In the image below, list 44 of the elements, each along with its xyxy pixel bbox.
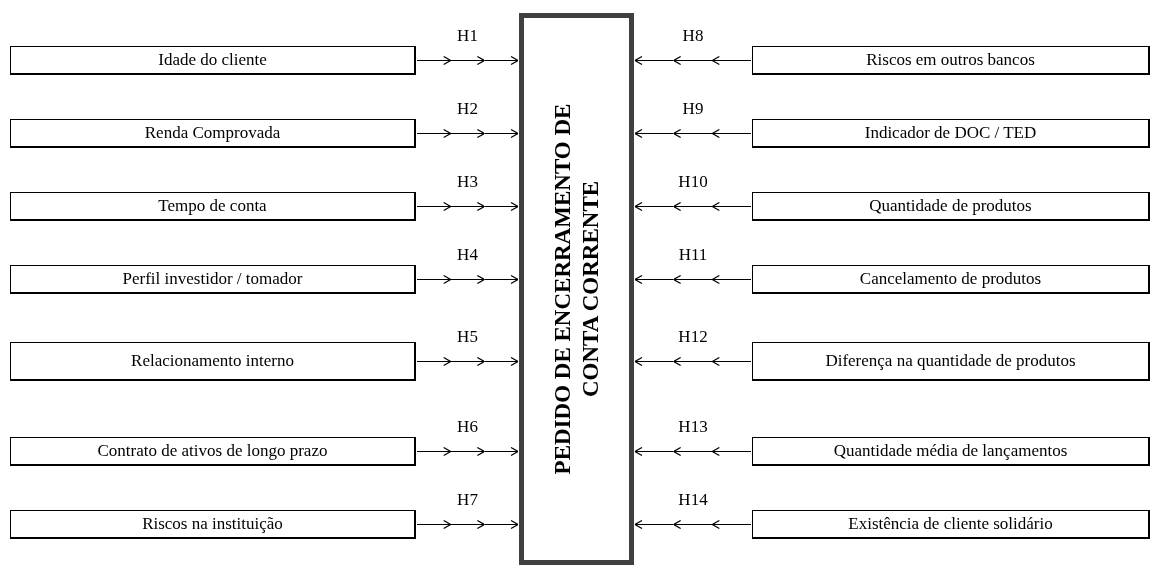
factor-label: Indicador de DOC / TED: [864, 123, 1037, 143]
factor-label: Cancelamento de produtos: [859, 269, 1042, 289]
factor-box: [10, 192, 416, 221]
factor-box: [10, 265, 416, 294]
triple-arrow: [634, 447, 752, 456]
central-title: PEDIDO DE ENCERRAMENTO DE CONTA CORRENTE: [548, 102, 604, 477]
factor-box: [10, 437, 416, 466]
triple-arrow: [416, 129, 519, 138]
triple-arrow: [634, 520, 752, 529]
factor-label: Perfil investidor / tomador: [122, 269, 303, 289]
triple-arrow: [634, 56, 752, 65]
factor-label: Riscos na instituição: [142, 514, 283, 534]
factor-label: Quantidade média de lançamentos: [833, 441, 1068, 461]
factor-box: [752, 192, 1150, 221]
factor-box: [752, 265, 1150, 294]
triple-arrow: [416, 202, 519, 211]
triple-arrow: [416, 447, 519, 456]
triple-arrow: [416, 520, 519, 529]
central-box: [519, 13, 634, 565]
triple-arrow: [634, 129, 752, 138]
factor-box: [752, 437, 1150, 466]
factor-box: [10, 510, 416, 539]
factor-box: [752, 342, 1150, 381]
triple-arrow: [416, 56, 519, 65]
factor-label: Renda Comprovada: [144, 123, 281, 143]
factor-box: [10, 342, 416, 381]
factor-label: Quantidade de produtos: [869, 196, 1032, 216]
factor-label: Riscos em outros bancos: [866, 50, 1035, 70]
triple-arrow: [634, 275, 752, 284]
factor-box: [10, 119, 416, 148]
factor-box: [752, 510, 1150, 539]
triple-arrow: [416, 357, 519, 366]
factor-box: [10, 46, 416, 75]
factor-label: Relacionamento interno: [131, 351, 294, 371]
triple-arrow: [416, 275, 519, 284]
factor-label: Contrato de ativos de longo prazo: [97, 441, 328, 461]
factor-label: Idade do cliente: [158, 50, 267, 70]
factor-label: Diferença na quantidade de produtos: [825, 351, 1076, 371]
factor-label: Tempo de conta: [158, 196, 267, 216]
factor-box: [752, 119, 1150, 148]
factor-label: Existência de cliente solidário: [848, 514, 1053, 534]
triple-arrow: [634, 202, 752, 211]
triple-arrow: [634, 357, 752, 366]
factor-box: [752, 46, 1150, 75]
